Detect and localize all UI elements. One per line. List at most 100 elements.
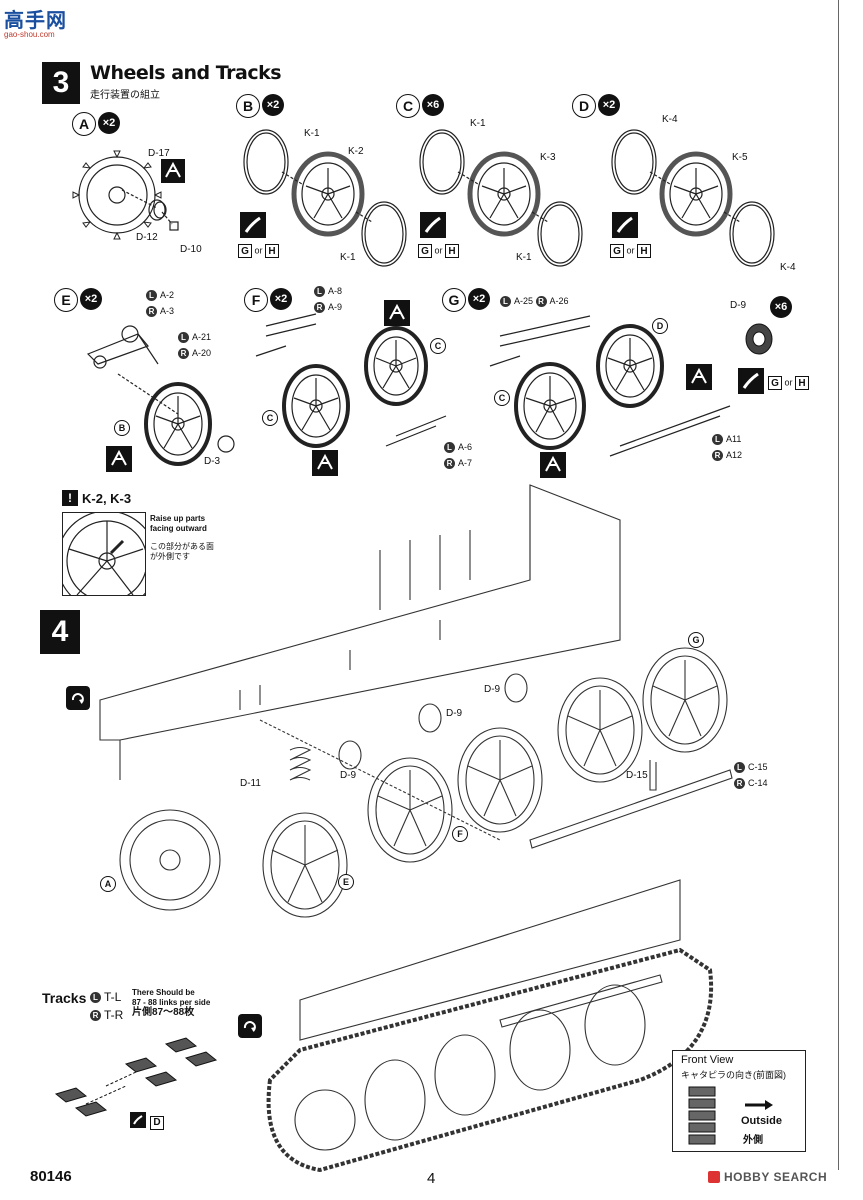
front-view-outside: Outside	[741, 1115, 782, 1127]
note-box: ! K-2, K-3 Raise up parts facing outward…	[62, 490, 214, 598]
part-label-d9-top: D-9	[730, 300, 747, 311]
wheel-f-drawing	[246, 306, 447, 481]
site-logo: 高手网 gao-shou.com	[4, 4, 84, 39]
direction-icon-step4	[66, 686, 90, 715]
group-b-label: B	[236, 94, 260, 118]
ref-e-circle-s4: E	[338, 874, 354, 890]
group-e-label: E	[54, 288, 78, 312]
paint-icon-d	[612, 212, 638, 243]
part-label-k1-b-top: K-1	[304, 128, 320, 139]
part-label-k1-c-top: K-1	[470, 118, 486, 129]
step-3-number: 3	[52, 66, 70, 99]
group-c-label: C	[396, 94, 420, 118]
part-label-d9-s4b: D-9	[446, 708, 463, 719]
tracks-note: There Should be 87 - 88 links per side 片…	[132, 988, 210, 1018]
color-code-c: G or H	[418, 244, 460, 258]
wheel-c-drawing	[414, 122, 594, 277]
note-wheel-detail	[63, 513, 145, 595]
part-label-k1-c-bot: K-1	[516, 252, 532, 263]
ref-c-circle-f2: C	[262, 410, 278, 426]
ref-b-circle: B	[114, 420, 130, 436]
ref-a-circle-s4: A	[100, 876, 116, 892]
step-3-title: Wheels and Tracks	[90, 62, 282, 84]
paint-icon-c	[420, 212, 446, 243]
group-c-mult: ×6	[422, 94, 444, 116]
note-en: Raise up parts facing outward	[150, 514, 207, 533]
part-label-k3: K-3	[540, 152, 556, 163]
ref-f-circle-s4: F	[452, 826, 468, 842]
part-label-k4-top: K-4	[662, 114, 678, 125]
color-code-d: G or H	[610, 244, 652, 258]
paint-icon-d9	[738, 368, 764, 399]
hull-assembly-drawing	[60, 480, 780, 925]
part-label-d9-s4a: D-9	[484, 684, 501, 695]
warning-icon: !	[62, 490, 78, 506]
note-title: K-2, K-3	[82, 490, 132, 506]
group-g-label: G	[442, 288, 466, 312]
note-jp: この部分がある面が外側です	[150, 542, 214, 561]
d9-mult: ×6	[770, 296, 792, 318]
paint-icon-tracks	[130, 1112, 146, 1133]
hobbysearch-logo: HOBBY SEARCH	[708, 1170, 827, 1184]
front-view-subtitle: キャタピラの向き(前面図)	[681, 1070, 786, 1080]
track-assembly-drawing	[260, 879, 720, 1185]
cement-icon-g2	[540, 452, 566, 483]
group-d-label: D	[572, 94, 596, 118]
track-links-drawing	[46, 1034, 226, 1129]
sprocket-a-drawing	[72, 140, 192, 255]
step-3-subtitle: 走行装置の組立	[90, 90, 160, 101]
cement-icon-g1	[686, 364, 712, 395]
part-label-k2: K-2	[348, 146, 364, 157]
group-d-mult: ×2	[598, 94, 620, 116]
hobbysearch-icon	[708, 1171, 720, 1183]
part-label-d15: D-15	[626, 770, 648, 781]
part-label-k1-b-bot: K-1	[340, 252, 356, 263]
step-4-number: 4	[51, 615, 69, 648]
step-4-badge: 4	[40, 610, 80, 654]
ref-g-circle-s4: G	[688, 632, 704, 648]
step-3-badge: 3	[42, 62, 80, 104]
group-f-mult: ×2	[270, 288, 292, 310]
part-label-d10: D-10	[180, 244, 202, 255]
tracks-title: Tracks	[42, 990, 87, 1006]
tracks-note-line1: There Should be	[132, 988, 195, 997]
group-g-mult: ×2	[468, 288, 490, 310]
front-view-track-icon	[688, 1086, 716, 1145]
front-view-outside-jp: 外側	[743, 1135, 763, 1146]
wheel-e-drawing	[78, 304, 248, 479]
group-f-label: F	[244, 288, 268, 312]
wheel-d-drawing	[606, 122, 786, 277]
direction-icon-tracks	[238, 1014, 262, 1043]
color-code-b: G or H	[238, 244, 280, 258]
logo-url: gao-shou.com	[4, 30, 55, 39]
part-label-d3: D-3	[204, 456, 221, 467]
brand-text: HOBBY SEARCH	[724, 1170, 828, 1184]
ref-c-circle-g: C	[494, 390, 510, 406]
page-number: 4	[427, 1170, 436, 1187]
d9-wheel-drawing	[742, 322, 776, 361]
part-label-k4-bot: K-4	[780, 262, 796, 273]
ref-d-circle-g: D	[652, 318, 668, 334]
wheel-g-drawing	[480, 306, 731, 481]
tracks-note-line2: 87 - 88 links per side	[132, 998, 211, 1007]
group-a-label: A	[72, 112, 96, 136]
front-view-box: Front View キャタピラの向き(前面図) Outside 外側	[672, 1050, 806, 1152]
ref-c-circle-f1: C	[430, 338, 446, 354]
part-label-d11: D-11	[240, 778, 261, 789]
part-label-k5: K-5	[732, 152, 748, 163]
part-label-d12: D-12	[136, 232, 158, 243]
color-code-d9: G or H	[768, 376, 810, 390]
paint-icon-b	[240, 212, 266, 243]
cement-icon	[160, 158, 186, 189]
